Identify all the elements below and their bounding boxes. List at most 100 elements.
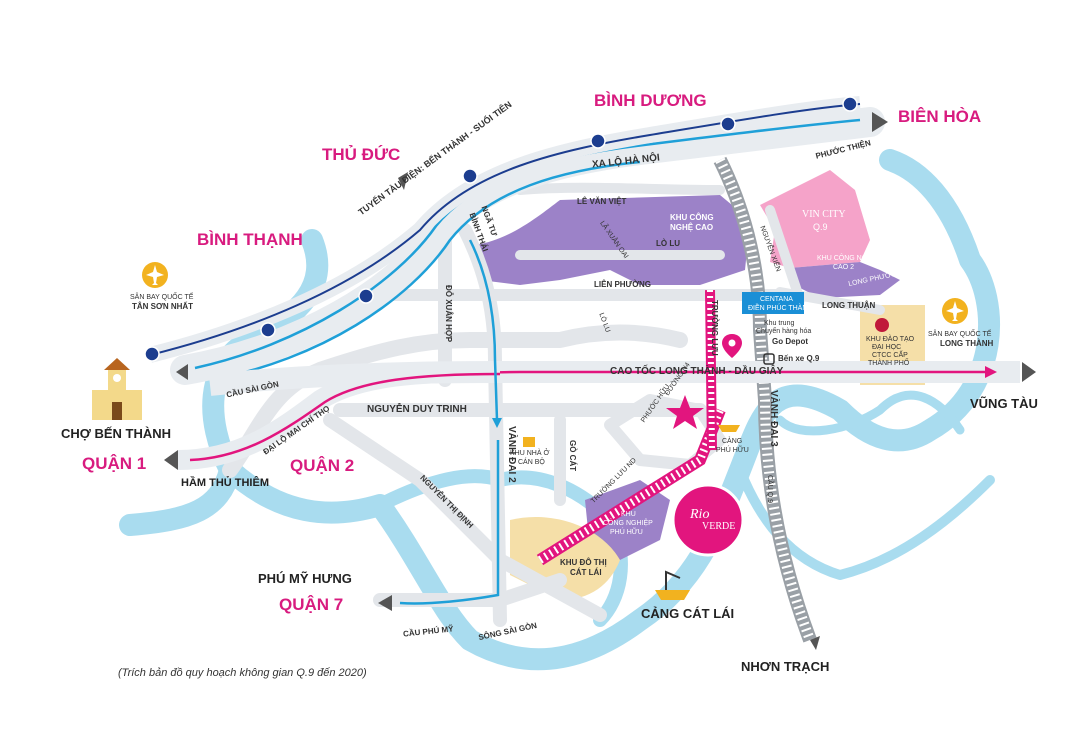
cang-cat-lai-label: CẢNG CÁT LÁI xyxy=(641,606,735,621)
le-van-viet-label: LÊ VĂN VIỆT xyxy=(577,197,627,206)
ring-road-3-arrowhead xyxy=(810,636,820,650)
vanh-dai-3-label: VÀNH ĐAI 3 xyxy=(768,390,779,447)
lt-airport-icon xyxy=(942,298,968,324)
port-crane xyxy=(665,570,681,590)
metro-station-icon xyxy=(462,168,478,184)
market-clock xyxy=(113,374,121,382)
lt-airport-label-1: SÂN BAY QUỐC TẾ xyxy=(928,331,992,338)
phu-huu-industrial-zone xyxy=(585,480,670,560)
dai-hoc-label-4: THÀNH PHỐ xyxy=(868,360,910,367)
metro-line-track xyxy=(149,103,861,356)
rio-verde-brand-2: VERDE xyxy=(702,521,736,532)
cau-q9-label: CẦU Q.9 xyxy=(766,475,773,504)
river-branch-c xyxy=(775,390,965,436)
rio-verde-logo xyxy=(671,483,745,557)
kcn-phu-huu-label-1: KHU xyxy=(621,511,636,518)
lt-plane-icon xyxy=(946,301,964,321)
ben-xe-label: Bến xe Q.9 xyxy=(778,354,820,363)
khu-do-thi-label-2: CÁT LÁI xyxy=(570,568,602,577)
khu-cong-nghe-cao-label-1: KHU CÔNG xyxy=(670,213,714,222)
binh-thanh-label: BÌNH THẠNH xyxy=(197,230,303,249)
tsn-plane-icon xyxy=(146,265,164,285)
thu-duc-label: THỦ ĐỨC xyxy=(322,145,401,164)
port-ship xyxy=(655,590,690,600)
centana-label-1: CENTANA xyxy=(760,296,793,303)
quan7-label: QUẬN 7 xyxy=(279,595,344,614)
lo-lu-label: LÒ LU xyxy=(656,239,680,248)
ring-road-2-arrowhead xyxy=(492,418,502,428)
location-pin-dot xyxy=(728,339,736,347)
dai-hoc-label-1: KHU ĐÀO TẠO xyxy=(866,336,915,343)
phu-my-arrowhead xyxy=(378,595,392,611)
go-depot-label-3: Go Depot xyxy=(772,337,808,346)
hanoi-highway-lower-line xyxy=(209,160,641,382)
khu-nha-o-label-2: CÁN BỘ xyxy=(518,459,545,466)
centana-label-2: ĐIỀN PHÚC THÀNH xyxy=(748,305,813,312)
khu-do-thi-label-1: KHU ĐÔ THỊ xyxy=(560,558,607,567)
pink-rail xyxy=(536,289,726,566)
metro-stations xyxy=(144,96,858,362)
truong-luu-ties xyxy=(707,289,715,451)
phu-my-hung-label: PHÚ MỸ HƯNG xyxy=(258,571,352,586)
mai-chi-tho-base xyxy=(177,362,501,470)
le-van-viet-road xyxy=(515,182,725,195)
hitech-park-2-zone xyxy=(790,262,900,298)
ben-thanh-market-icon xyxy=(92,358,142,420)
cao-toc-label: CAO TỐC LONG THÀNH - DẦU GIÂY xyxy=(610,366,784,377)
khu-nha-o-label-1: KHU NHÀ Ở xyxy=(510,450,550,457)
centana-box xyxy=(742,292,804,314)
go-cat-label: GÒ CÁT xyxy=(568,440,577,472)
hitech-park-zone xyxy=(475,195,750,285)
vin-city-label-1: VIN CITY xyxy=(802,209,846,220)
university-icon xyxy=(875,318,889,332)
dai-hoc-label-2: ĐẠI HỌC xyxy=(872,344,902,351)
cang-phu-huu-label-2: PHÚ HỮU xyxy=(716,447,749,454)
river-branch-b xyxy=(735,465,995,580)
nguyen-duy-trinh-label: NGUYỄN DUY TRINH xyxy=(367,404,467,415)
ring-road-3-ties xyxy=(715,157,815,642)
ring-road-2 xyxy=(222,324,688,478)
khu-cong-nghe-cao-2-label-1: KHU CÔNG NGHỆ xyxy=(817,255,877,262)
metro-station-icon xyxy=(842,96,858,112)
khu-cong-nghe-cao-2-label-2: CAO 2 xyxy=(833,264,855,271)
metro-station-icon xyxy=(144,346,160,362)
binh-duong-label: BÌNH DƯƠNG xyxy=(594,91,707,110)
thu-thiem-arrowhead xyxy=(164,450,178,470)
quan2-label: QUẬN 2 xyxy=(290,456,355,475)
metro-station-icon xyxy=(358,288,374,304)
phu-my-line xyxy=(399,440,500,605)
market-door xyxy=(112,402,122,420)
mai-chi-tho-road xyxy=(164,362,501,470)
vin-city-label-2: Q.9 xyxy=(813,222,828,232)
ring-road-2-line xyxy=(468,239,499,421)
quan1-label: QUẬN 1 xyxy=(82,454,147,473)
bien-hoa-label: BIÊN HÒA xyxy=(898,107,982,126)
cang-phu-huu-label-1: CẢNG xyxy=(722,438,743,445)
lien-phuong-label: LIÊN PHƯỜNG xyxy=(594,280,652,289)
phuoc-huu-road xyxy=(604,394,726,471)
long-thuan-label: LONG THUẬN xyxy=(822,301,876,310)
khu-cong-nghe-cao-label-2: NGHỆ CAO xyxy=(670,223,714,232)
housing-icon xyxy=(523,437,535,447)
thu-duc-arrowhead xyxy=(398,172,408,190)
bien-hoa-arrowhead xyxy=(872,112,888,132)
mai-chi-tho-line xyxy=(189,372,501,462)
west-arrowhead xyxy=(176,364,188,380)
tsn-airport-icon xyxy=(142,262,168,288)
phu-huu-port-icon xyxy=(718,425,740,432)
truong-luu-label: TRƯỜNG LƯU xyxy=(710,300,719,356)
kcn-phu-huu-label-3: PHÚ HỮU xyxy=(610,529,643,536)
go-depot-label-1: Khu trung xyxy=(764,320,795,327)
dai-hoc-label-3: CTCC CẤP xyxy=(872,352,908,359)
do-xuan-hop-label: ĐỖ XUÂN HỢP xyxy=(444,285,453,343)
market-roof xyxy=(104,358,130,370)
tsn-airport-label-1: SÂN BAY QUỐC TẾ xyxy=(130,294,194,301)
nhon-trach-label: NHƠN TRẠCH xyxy=(741,659,830,674)
ring-road-3 xyxy=(713,156,817,643)
metro-station-icon xyxy=(260,322,276,338)
nguyen-xien-road xyxy=(765,205,805,305)
expressway-arrowhead xyxy=(985,366,997,378)
vung-tau-label: VŨNG TÀU xyxy=(970,396,1038,411)
vung-tau-arrowhead xyxy=(1022,362,1036,382)
lt-airport-label-2: LONG THÀNH xyxy=(940,339,994,348)
